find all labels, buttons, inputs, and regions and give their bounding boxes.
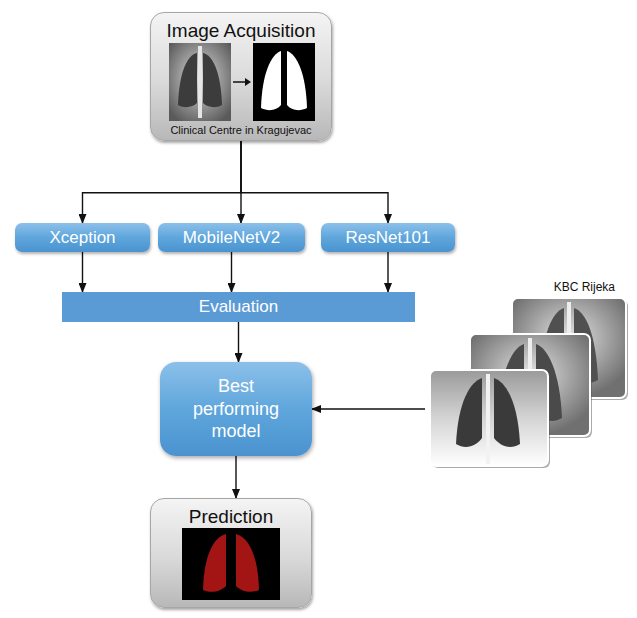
flow-arrow xyxy=(235,456,236,498)
model-box: Xception xyxy=(15,223,150,252)
evaluation-band: Evaluation xyxy=(62,292,415,322)
flow-arrow xyxy=(387,252,388,292)
node-caption: Clinical Centre in Kragujevac xyxy=(170,124,311,136)
node-label: Evaluation xyxy=(199,297,278,317)
xray-stack xyxy=(428,294,633,470)
node-label: Image Acquisition xyxy=(167,20,316,42)
flow-arrow xyxy=(231,252,232,292)
flow-arrow xyxy=(238,322,239,362)
flow-arrow xyxy=(241,141,388,223)
flow-arrow xyxy=(83,141,242,223)
best-model-box: Best performing model xyxy=(160,362,312,456)
model-box: MobileNetV2 xyxy=(158,223,305,252)
segmentation-result xyxy=(182,528,280,600)
node-label: KBC Rijeka xyxy=(554,280,633,294)
flow-arrow xyxy=(312,408,425,409)
node-label: ResNet101 xyxy=(345,228,430,248)
node-label: Best performing model xyxy=(186,375,286,443)
model-box: ResNet101 xyxy=(321,223,455,252)
flow-arrow xyxy=(82,252,83,292)
external-dataset: KBC Rijeka xyxy=(425,280,633,472)
prediction-box: Prediction xyxy=(150,498,312,608)
node-label: Xception xyxy=(49,228,115,248)
node-label: MobileNetV2 xyxy=(183,228,280,248)
acquisition-box: Image Acquisition Clinical Centre in Kra… xyxy=(150,12,332,141)
xray-and-mask-image xyxy=(161,42,321,122)
node-label: Prediction xyxy=(189,506,274,528)
